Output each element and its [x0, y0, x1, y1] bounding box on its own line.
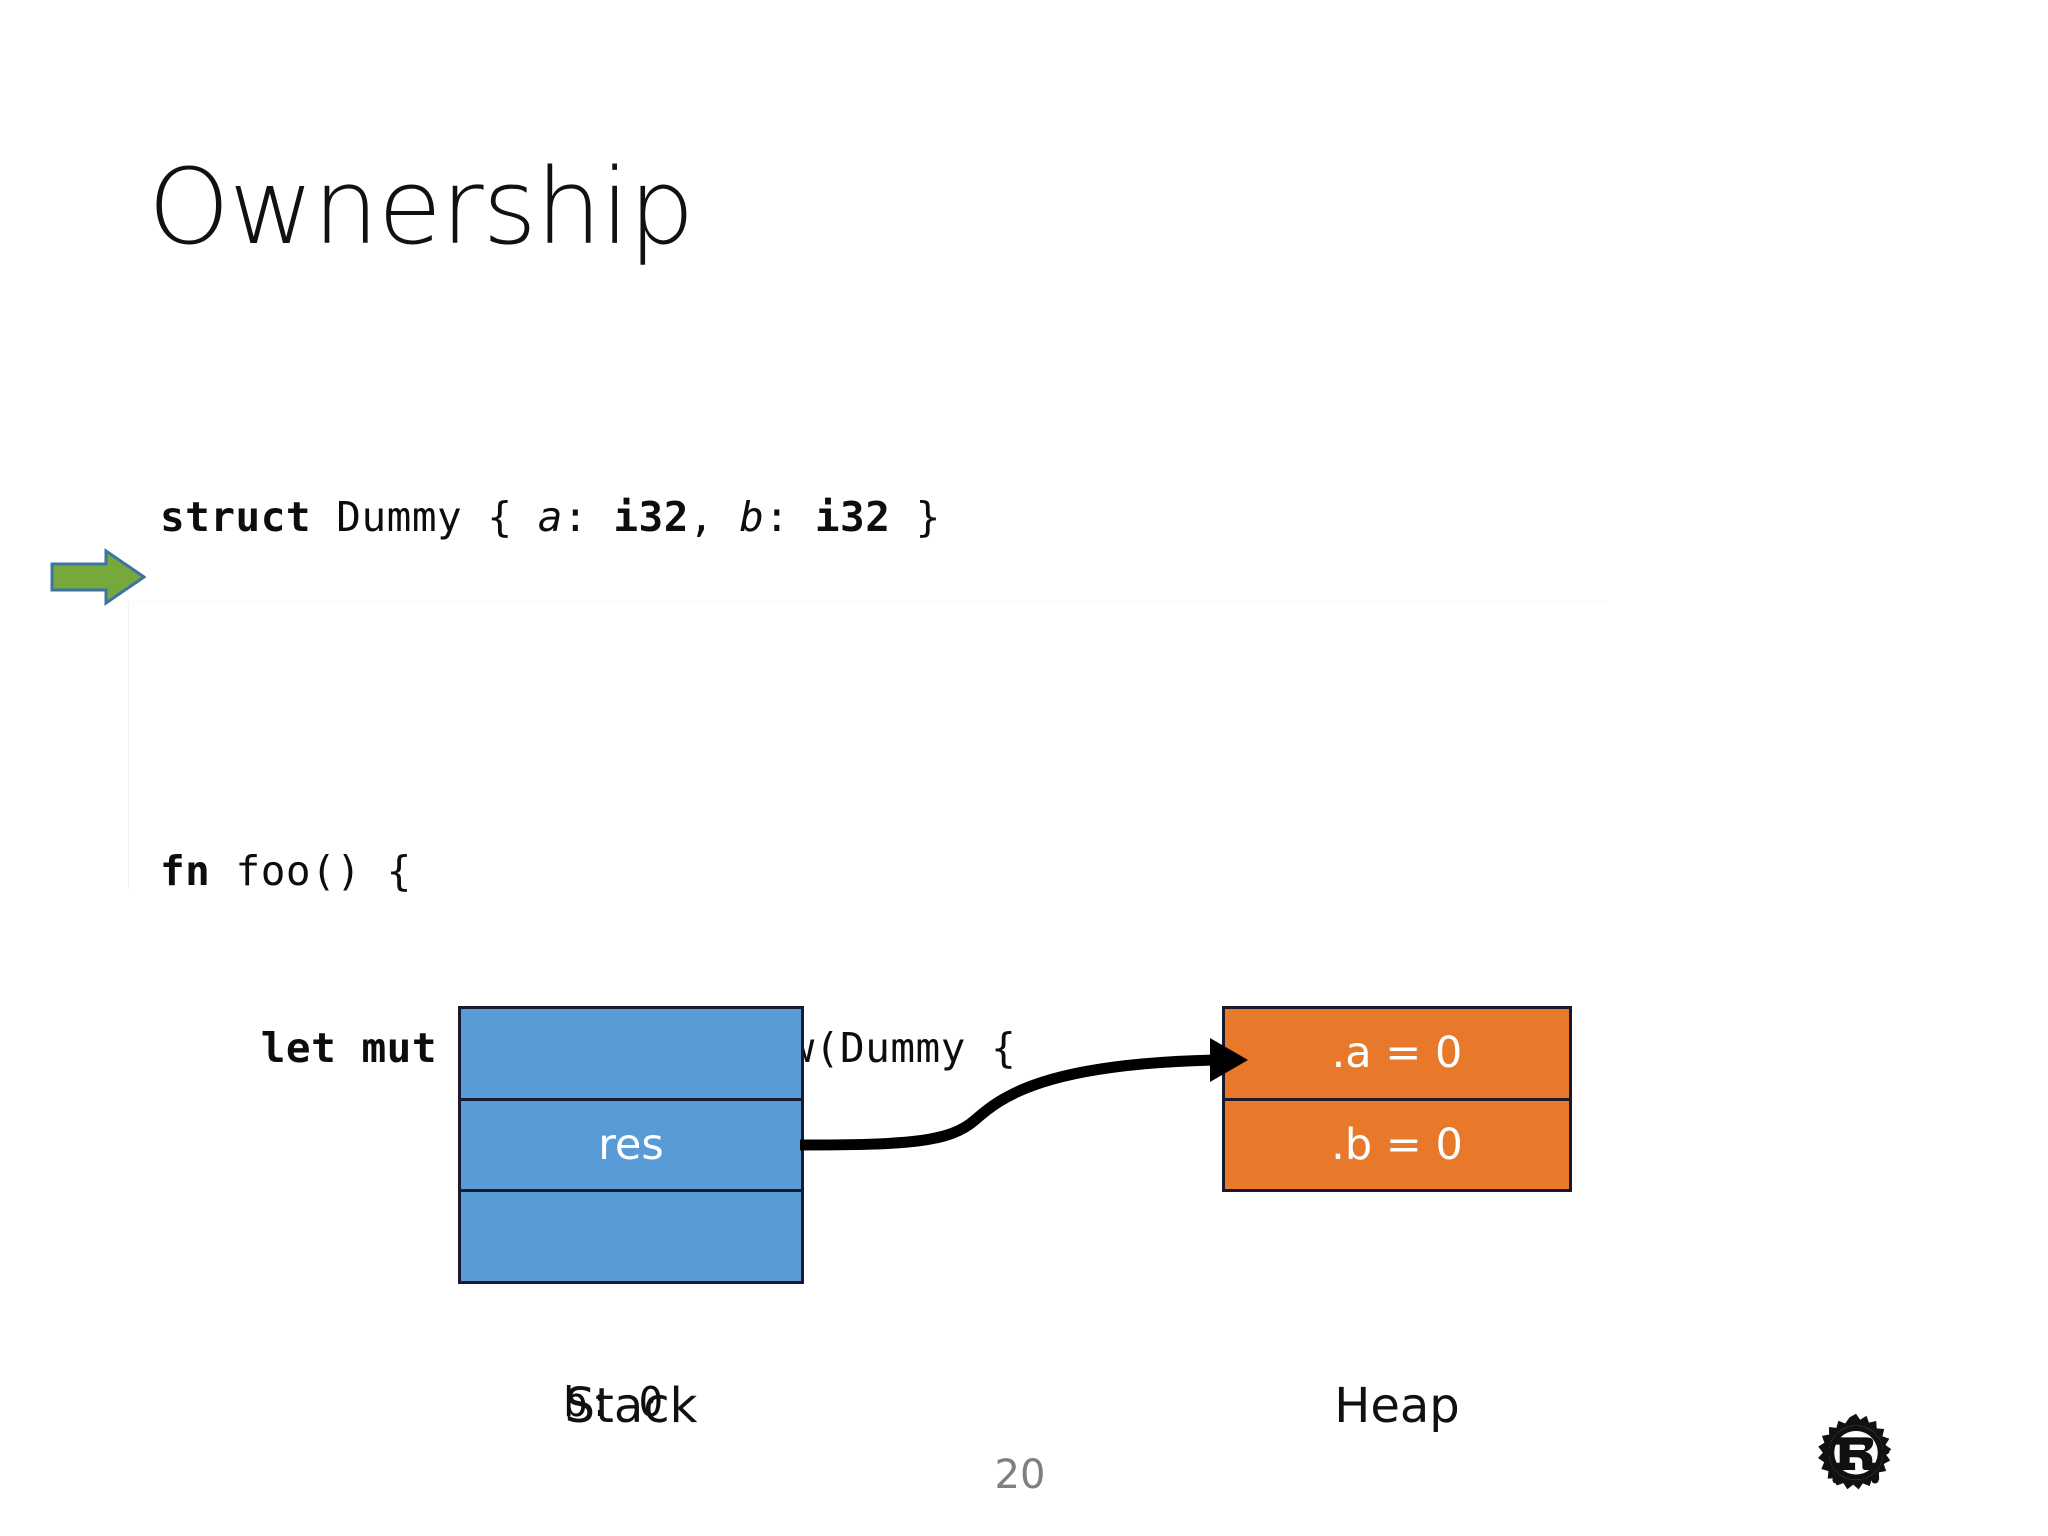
res-to-heap-pointer-arrow-icon — [799, 1038, 1248, 1151]
heap-cell-a: .a = 0 — [1331, 1028, 1463, 1079]
code-token: a — [537, 493, 563, 541]
code-token: : — [562, 493, 614, 541]
code-token: struct — [160, 493, 312, 541]
code-line — [160, 665, 1016, 724]
stack-cell-res: res — [461, 1097, 801, 1190]
code-line: struct Dummy { a: i32, b: i32 } — [160, 488, 1016, 547]
heap-memory-box: .a = 0 .b = 0 — [1222, 1006, 1572, 1192]
stack-cell — [461, 1189, 801, 1281]
code-line: b: 0 — [160, 1373, 1016, 1432]
code-line: fn foo() { — [160, 842, 1016, 901]
code-token: : — [764, 493, 815, 541]
code-token: let mut — [260, 1024, 438, 1072]
heap-label: Heap — [1334, 1378, 1460, 1434]
page-title: Ownership — [148, 146, 695, 268]
code-token: i32 — [814, 493, 891, 541]
code-token — [160, 1024, 261, 1072]
rust-logo-icon — [1818, 1413, 1892, 1490]
code-token: b: 0 — [160, 1378, 664, 1426]
heap-cell-b: .b = 0 — [1225, 1097, 1569, 1190]
code-token: foo() { — [210, 847, 412, 895]
stack-cell — [461, 1009, 801, 1098]
code-token: fn — [160, 847, 211, 895]
page-number: 20 — [994, 1452, 1046, 1498]
code-token: b — [739, 493, 765, 541]
code-token: } — [890, 493, 941, 541]
code-token: i32 — [613, 493, 689, 541]
content-placeholder-edge-top — [128, 600, 1608, 601]
stack-memory-box: res — [458, 1006, 804, 1284]
stack-label: Stack — [564, 1378, 698, 1434]
code-token: , — [688, 493, 740, 541]
content-placeholder-edge — [128, 600, 129, 890]
code-block: struct Dummy { a: i32, b: i32 } fn foo()… — [160, 370, 1016, 1536]
execution-pointer-arrow-icon — [50, 548, 146, 606]
code-token: Dummy { — [311, 493, 538, 541]
